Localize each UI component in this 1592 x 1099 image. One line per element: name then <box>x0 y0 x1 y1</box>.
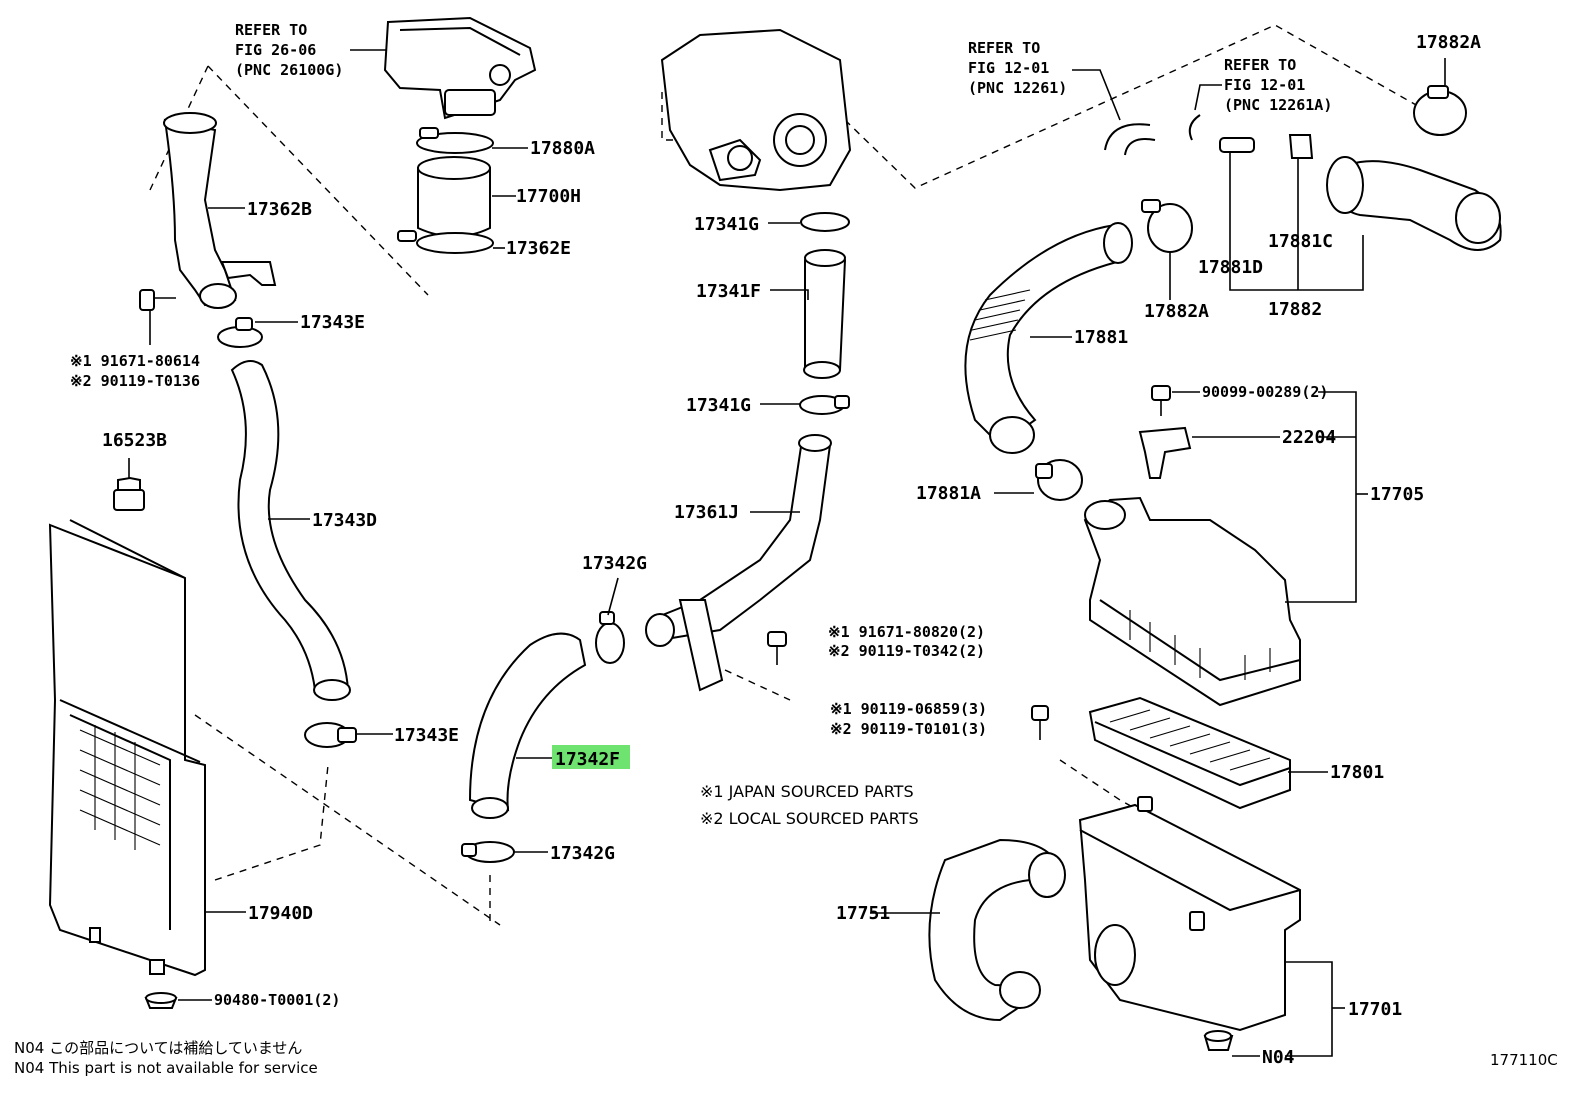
label-22204[interactable]: 22204 <box>1282 427 1336 448</box>
bolt-90099-drawing <box>1151 385 1171 416</box>
clamp-17341G-top-drawing <box>800 212 850 232</box>
clamp-17881A-drawing <box>1035 459 1083 501</box>
clamp-17362E-drawing <box>397 230 494 254</box>
label-17342G-low[interactable]: 17342G <box>550 843 615 864</box>
label-17343E-top[interactable]: 17343E <box>300 312 365 333</box>
label-17882A-mid[interactable]: 17882A <box>1144 301 1209 322</box>
label-17361J[interactable]: 17361J <box>674 502 739 523</box>
figure-code: 177110C <box>1490 1051 1558 1069</box>
hose-17751-drawing <box>928 838 1066 1022</box>
ref1-line1: REFER TO <box>235 21 307 39</box>
part-labels: 17880A 17700H 17362E 17362B 17343E ※1 91… <box>70 32 1481 1068</box>
label-16523B[interactable]: 16523B <box>102 430 167 451</box>
label-17881A[interactable]: 17881A <box>916 483 981 504</box>
label-17700H[interactable]: 17700H <box>516 186 581 207</box>
label-90099-00289[interactable]: 90099-00289(2) <box>1202 383 1328 401</box>
clamp-17343E-top-drawing <box>217 317 263 348</box>
ref3-line2: FIG 12-01 <box>1224 76 1305 94</box>
label-17880A[interactable]: 17880A <box>530 138 595 159</box>
label-17341G-top[interactable]: 17341G <box>694 214 759 235</box>
label-17362B[interactable]: 17362B <box>247 199 312 220</box>
hose-12261-drawing <box>1104 114 1201 156</box>
label-17940D[interactable]: 17940D <box>248 903 313 924</box>
footer-note-japanese: N04 この部品については補給していません <box>14 1039 302 1057</box>
hose-17343D-drawing <box>230 360 351 701</box>
label-90119-T0136[interactable]: ※2 90119-T0136 <box>70 372 200 390</box>
label-17701[interactable]: 17701 <box>1348 999 1402 1020</box>
label-17341F[interactable]: 17341F <box>696 281 761 302</box>
label-90480-T0001[interactable]: 90480-T0001(2) <box>214 991 340 1009</box>
ref2-line1: REFER TO <box>968 39 1040 57</box>
clamp-17882A-mid-drawing <box>1141 199 1193 253</box>
clamp-17342G-low-drawing <box>461 841 515 863</box>
label-17342G-top[interactable]: 17342G <box>582 553 647 574</box>
label-91671-80614[interactable]: ※1 91671-80614 <box>70 352 200 370</box>
label-17881D[interactable]: 17881D <box>1198 257 1263 278</box>
bolt-center-drawing <box>767 631 787 665</box>
ref2-line2: FIG 12-01 <box>968 59 1049 77</box>
clamp-17343E-low-drawing <box>304 722 357 748</box>
hose-17881-drawing <box>964 222 1133 454</box>
hose-17882-drawing <box>1326 156 1502 251</box>
bolt-left-drawing <box>139 289 176 311</box>
source-notes: ※1 JAPAN SOURCED PARTS ※2 LOCAL SOURCED … <box>700 782 919 828</box>
note-local-sourced: ※2 LOCAL SOURCED PARTS <box>700 809 919 828</box>
label-91671-80820[interactable]: ※1 91671-80820(2) <box>828 623 985 641</box>
intercooler-17940D-drawing <box>48 519 206 977</box>
note-japan-sourced: ※1 JAPAN SOURCED PARTS <box>700 782 914 801</box>
label-17882A-top[interactable]: 17882A <box>1416 32 1481 53</box>
bolt-90119-drawing <box>1031 705 1049 740</box>
label-90119-T0342[interactable]: ※2 90119-T0342(2) <box>828 642 985 660</box>
label-17341G-low[interactable]: 17341G <box>686 395 751 416</box>
clamp-17341G-low-drawing <box>799 395 850 415</box>
label-N04[interactable]: N04 <box>1262 1047 1295 1068</box>
clamp-17882A-top-drawing <box>1413 85 1467 136</box>
reference-notes: REFER TO FIG 26-06 (PNC 26100G) REFER TO… <box>235 21 1332 114</box>
parts-17881D-17881C-drawing <box>1219 134 1314 159</box>
ref3-line3: (PNC 12261A) <box>1224 96 1332 114</box>
air-cleaner-cap-17705-drawing <box>1083 496 1301 707</box>
footer: N04 この部品については補給していません N04 This part is n… <box>14 1039 1558 1077</box>
pipe-17362B-drawing <box>163 112 277 309</box>
clamp-17880A-drawing <box>416 127 494 154</box>
hose-17700H-drawing <box>417 156 491 238</box>
label-90119-T0101[interactable]: ※2 90119-T0101(3) <box>830 720 987 738</box>
footer-note-english: N04 This part is not available for servi… <box>14 1059 318 1077</box>
ref3-line1: REFER TO <box>1224 56 1296 74</box>
grommet-N04-drawing <box>1203 1030 1234 1051</box>
sensor-22204-drawing <box>1138 426 1192 479</box>
label-17881C[interactable]: 17881C <box>1268 231 1333 252</box>
label-17751[interactable]: 17751 <box>836 903 890 924</box>
label-17882[interactable]: 17882 <box>1268 299 1322 320</box>
hose-17342F-drawing <box>468 632 587 819</box>
grommet-90480-drawing <box>144 992 178 1009</box>
label-17342F-highlight <box>552 745 630 769</box>
hose-17341F-drawing <box>803 249 847 379</box>
label-17343D[interactable]: 17343D <box>312 510 377 531</box>
label-17801[interactable]: 17801 <box>1330 762 1384 783</box>
label-17362E-clamp[interactable]: 17362E <box>506 238 571 259</box>
ref1-line3: (PNC 26100G) <box>235 61 343 79</box>
pipe-17361J-drawing <box>645 434 832 692</box>
ref2-line3: (PNC 12261) <box>968 79 1067 97</box>
turbocharger-drawing <box>660 28 852 192</box>
cap-16523B-drawing <box>113 476 145 511</box>
label-17342F[interactable]: 17342F <box>555 749 620 770</box>
clamp-17342G-top-drawing <box>595 611 625 664</box>
filter-17801-drawing <box>1088 696 1291 810</box>
label-17705[interactable]: 17705 <box>1370 484 1424 505</box>
air-cleaner-case-17701-drawing <box>1078 796 1301 1032</box>
label-17343E-low[interactable]: 17343E <box>394 725 459 746</box>
label-17881[interactable]: 17881 <box>1074 327 1128 348</box>
label-90119-06859[interactable]: ※1 90119-06859(3) <box>830 700 987 718</box>
throttle-body-drawing <box>383 16 537 120</box>
ref1-line2: FIG 26-06 <box>235 41 316 59</box>
leader-lines <box>128 49 1446 1057</box>
